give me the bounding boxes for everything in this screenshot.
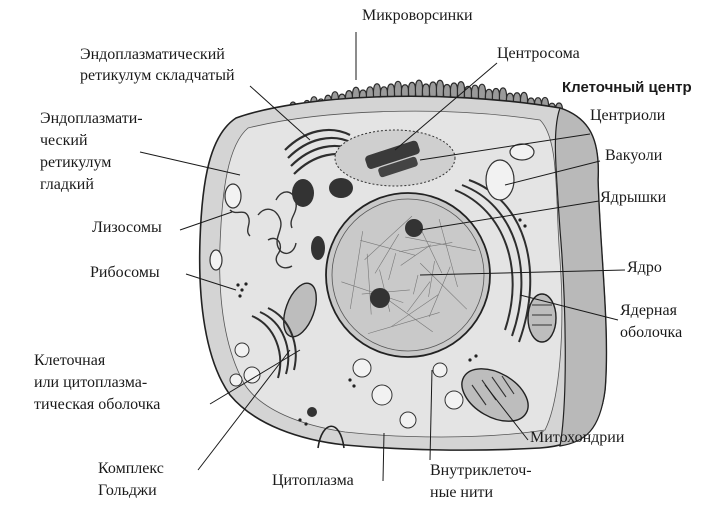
chromatin-strand	[413, 274, 419, 295]
label-vacuoles: Вакуоли	[605, 147, 663, 164]
ribosome	[352, 384, 356, 388]
label-cell-center: Клеточный центр	[562, 79, 692, 96]
microvillus	[435, 79, 445, 99]
smooth-er	[229, 191, 297, 269]
lysosomes-blobs	[292, 178, 353, 417]
label-lysosomes: Лизосомы	[92, 219, 162, 236]
nucleolus-bottom	[370, 288, 390, 308]
golgi-vesicles	[229, 342, 464, 429]
ribosome	[468, 358, 472, 362]
ribosome	[298, 418, 302, 422]
label-microvilli: Микроворсинки	[362, 7, 473, 24]
chromatin-strand	[418, 225, 443, 274]
label-smooth-er: Эндоплазмати- ческий ретикулум гладкий	[40, 110, 143, 193]
label-mitochondria: Митохондрии	[530, 429, 625, 446]
chromatin-strand	[349, 231, 363, 310]
mitochondria	[283, 282, 557, 422]
chromatin-strand	[367, 312, 440, 334]
leader-lines	[139, 32, 626, 482]
ribosome	[238, 294, 242, 298]
label-nuclear-envelope: Ядерная оболочка	[620, 302, 683, 341]
chromatin-strand	[391, 294, 439, 327]
ribosome	[236, 283, 240, 287]
label-filaments: Внутриклеточ- ные нити	[430, 462, 532, 501]
centrosome	[334, 129, 456, 187]
chromatin-strand	[419, 262, 467, 310]
cell-side-face	[554, 107, 607, 447]
chromatin-strand	[360, 240, 416, 256]
label-golgi: Комплекс Гольджи	[98, 460, 164, 499]
label-cytoplasm: Цитоплазма	[272, 472, 354, 489]
chromatin-strand	[399, 242, 453, 252]
label-cell-membrane: Клеточная или цитоплазма- тическая оболо…	[34, 352, 161, 413]
chromatin-strand	[364, 215, 413, 260]
chromatin-strand	[374, 233, 399, 274]
chromatin-strand	[400, 244, 432, 266]
membrane-invagination	[317, 425, 345, 449]
label-ribosomes: Рибосомы	[90, 264, 160, 281]
ribosome	[244, 282, 248, 286]
chromatin-strand	[405, 236, 476, 252]
chromatin-strand	[438, 218, 458, 288]
chromatin-strand	[366, 253, 372, 315]
nucleolus-top	[405, 219, 423, 237]
golgi-complex	[251, 307, 297, 379]
vacuoles	[209, 143, 535, 271]
chromatin-strand	[407, 281, 431, 313]
chromatin-strand	[382, 295, 433, 333]
chromatin-strand	[388, 253, 397, 280]
label-nucleus: Ядро	[627, 259, 662, 276]
label-rough-er: Эндоплазматический ретикулум складчатый	[80, 46, 235, 84]
ribosome	[240, 288, 244, 292]
ribosome	[348, 378, 352, 382]
label-centrioles: Центриоли	[590, 107, 666, 124]
ribosome	[304, 422, 308, 426]
chromatin-strand	[428, 266, 451, 318]
ribosome	[523, 224, 527, 228]
label-nucleoli: Ядрышки	[600, 189, 667, 206]
nucleus	[325, 192, 491, 358]
chromatin-strand	[428, 261, 435, 297]
ribosomes-dots	[236, 218, 527, 426]
label-centrosome: Центросома	[497, 45, 580, 62]
ribosome	[474, 354, 478, 358]
ribosome	[518, 218, 522, 222]
